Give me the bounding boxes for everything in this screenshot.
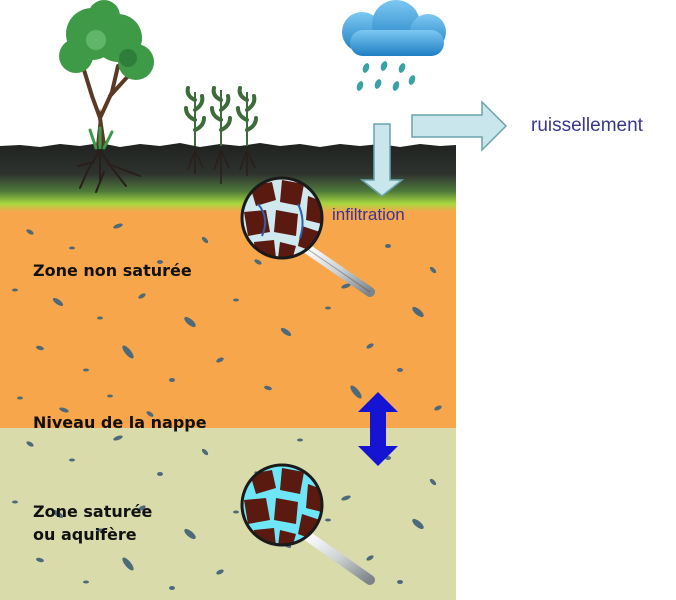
plant-icon bbox=[184, 86, 258, 184]
magnifier-icon bbox=[240, 176, 375, 297]
runoff-label: ruissellement bbox=[531, 115, 643, 136]
topsoil-layer bbox=[0, 143, 456, 212]
rain-cloud-icon bbox=[342, 0, 446, 91]
tree-icon bbox=[59, 0, 154, 193]
infiltration-label: infiltration bbox=[332, 205, 405, 224]
saturated-zone-label-line1: Zone saturée bbox=[33, 502, 153, 521]
infiltration-arrow bbox=[359, 123, 405, 197]
magnifier-icon bbox=[240, 463, 375, 585]
saturated-zone-label-line2: ou aquifère bbox=[33, 525, 137, 544]
unsaturated-zone-label: Zone non saturée bbox=[33, 261, 192, 280]
water-table-label: Niveau de la nappe bbox=[33, 413, 207, 432]
unsaturated-zone bbox=[0, 180, 456, 428]
water-table-arrow bbox=[358, 392, 398, 466]
runoff-arrow bbox=[411, 100, 508, 152]
